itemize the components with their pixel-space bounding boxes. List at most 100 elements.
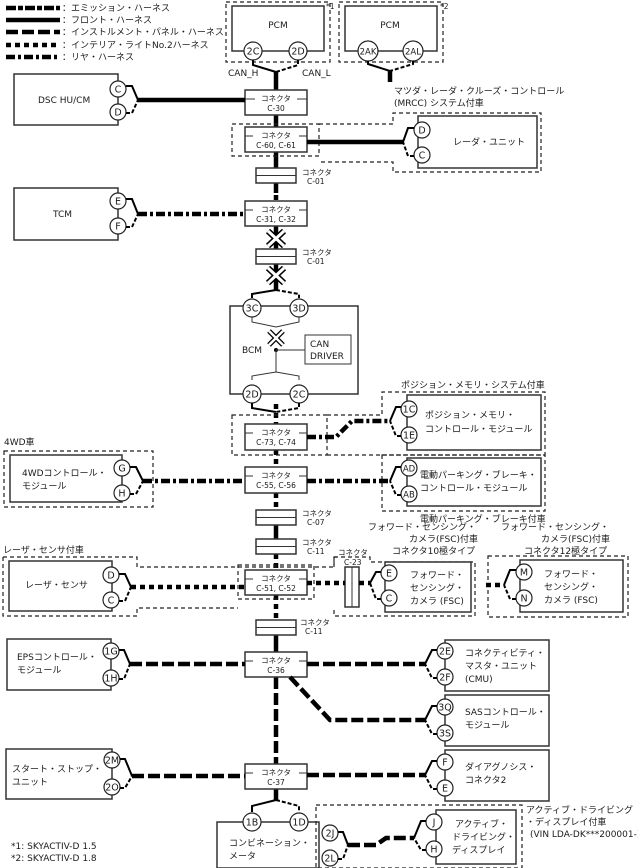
c23-option-border bbox=[333, 556, 476, 617]
4wd-module: 4WD車 4WDコントロール・ モジュール G H bbox=[3, 436, 245, 508]
dsc-label: DSC HU/CM bbox=[38, 96, 90, 106]
epb-label-line1: 電動パーキング・ブレーキ・ bbox=[420, 469, 537, 481]
mrcc-option-border-left bbox=[231, 123, 320, 157]
connector-c36: コネクタ C-36 bbox=[244, 651, 308, 678]
legend-label-front: ：フロント・ハーネス bbox=[62, 15, 152, 26]
pin-label: C bbox=[386, 594, 393, 605]
pin-label: 2AK bbox=[360, 48, 377, 58]
footnotes: *1: SKYACTIV-D 1.5 *2: SKYACTIV-D 1.8 bbox=[11, 842, 97, 864]
fsc12-label-line1: フォワード・ bbox=[544, 570, 598, 580]
connector-c60-c61: コネクタ C-60, C-61 bbox=[244, 126, 308, 153]
pcm-1-option-border bbox=[225, 1, 331, 63]
pmcm-option-border-right bbox=[327, 391, 546, 456]
fsc-10pin-module: フォワード・センシング・ カメラ(FSC)付車 コネクタ10極タイプ コネクタ … bbox=[307, 521, 478, 617]
eps-label-line1: EPSコントロール・ bbox=[17, 653, 97, 663]
pin-label: 2F bbox=[439, 673, 451, 684]
fsc12-option-line2: カメラ(FSC)付車 bbox=[541, 533, 610, 545]
ssu-label-line1: スタート・ストップ・ bbox=[12, 764, 102, 775]
ssu-label-line2: ユニット bbox=[12, 778, 48, 788]
diag-label-line2: コネクタ2 bbox=[465, 775, 506, 786]
pin-label: 1E bbox=[403, 431, 415, 442]
fsc-12pin-module: フォワード・センシング・ カメラ(FSC)付車 コネクタ12極タイプ フォワード… bbox=[486, 521, 629, 618]
connector-id: C-55, C-56 bbox=[256, 481, 296, 490]
connector-id: C-37 bbox=[267, 778, 285, 787]
radar-unit-label: レーダ・ユニット bbox=[453, 136, 525, 148]
add-option-line2: ・ディスプレイ付車 bbox=[526, 816, 606, 828]
pin-circle bbox=[109, 80, 127, 98]
laser-option-label: レーザ・センサ付車 bbox=[3, 544, 84, 556]
connector-c51-c52: コネクタ C-51, C-52 bbox=[244, 569, 308, 596]
pin-label: 2J bbox=[326, 829, 335, 840]
connector-id: C-36 bbox=[267, 666, 285, 675]
pin-label: D bbox=[114, 108, 121, 119]
legend: ：エミッション・ハーネス ：フロント・ハーネス ：インストルメント・パネル・ハー… bbox=[6, 3, 224, 63]
joint-connector-c01-b: コネクタ C-01 bbox=[255, 248, 332, 266]
radar-unit-module: マツダ・レーダ・クルーズ・コントロール (MRCC) システム付車 レーダ・ユニ… bbox=[307, 85, 564, 173]
joint-connector-c11-b: コネクタ C-11 bbox=[255, 618, 330, 636]
tcm-module: TCM E F bbox=[13, 187, 245, 241]
pin-circle bbox=[242, 812, 262, 832]
cmu-module: コネクティビティ・ マスタ・ユニット (CMU) 2E 2F bbox=[307, 639, 550, 692]
diag-label-line1: ダイアグノシス・ bbox=[465, 761, 536, 773]
add-option-line1: アクティブ・ドライビング bbox=[526, 804, 633, 816]
pcm-2-option-border bbox=[338, 1, 444, 63]
pin-label: 2C bbox=[247, 47, 260, 58]
pin-label: 1D bbox=[292, 818, 305, 829]
connector-word: コネクタ bbox=[261, 768, 291, 777]
pin-label: F bbox=[115, 222, 120, 233]
connector-id: C-31, C-32 bbox=[256, 215, 296, 224]
start-stop-module: スタート・ストップ・ ユニット 2M 2O bbox=[5, 748, 245, 800]
branch-solid bbox=[251, 403, 277, 413]
pin-label: F bbox=[442, 758, 447, 769]
pmcm-wire bbox=[307, 418, 390, 440]
pin-label: 1H bbox=[104, 674, 117, 685]
fsc10-option-line1: フォワード・センシング・ bbox=[368, 521, 476, 533]
pin-label: N bbox=[520, 594, 527, 605]
pmcm-option-label: ポジション・メモリ・システム付車 bbox=[401, 379, 545, 391]
sas-wire bbox=[288, 675, 425, 723]
pin-label: E bbox=[386, 569, 392, 580]
fsc10-label-line1: フォワード・ bbox=[410, 571, 464, 581]
mrcc-option-label-line2: (MRCC) システム付車 bbox=[394, 97, 484, 109]
eps-label-line2: モジュール bbox=[17, 666, 61, 676]
legend-label-rear: ：リヤ・ハーネス bbox=[62, 52, 134, 63]
connector-word: コネクタ bbox=[261, 656, 291, 665]
legend-label-ip: ：インストルメント・パネル・ハーネス bbox=[62, 27, 224, 38]
laser-option-border-center bbox=[237, 564, 315, 600]
sas-module: SASコントロール・ モジュール 3Q 3S bbox=[288, 675, 550, 747]
fsc12-option-line1: フォワード・センシング・ bbox=[501, 521, 609, 533]
pin-circle bbox=[109, 192, 127, 210]
connector-id: C-07 bbox=[307, 518, 325, 527]
connector-word: コネクタ bbox=[300, 618, 330, 627]
connector-id: C-51, C-52 bbox=[256, 584, 296, 593]
pin-label: AD bbox=[403, 465, 416, 475]
fsc10-label-line2: センシング・ bbox=[410, 582, 464, 594]
can-l-branch bbox=[275, 60, 299, 73]
connector-word: コネクタ bbox=[261, 428, 291, 437]
pin-label: 3Q bbox=[438, 703, 452, 714]
can-h-label: CAN_H bbox=[228, 69, 258, 79]
connector-id: C-30 bbox=[267, 104, 285, 113]
pin-label: 3C bbox=[246, 304, 259, 315]
pin-label: H bbox=[430, 845, 437, 856]
pin-label: 2O bbox=[105, 783, 119, 794]
4wd-option-border bbox=[3, 450, 154, 508]
pin-circle bbox=[515, 563, 533, 581]
pin-label: 2D bbox=[291, 47, 304, 58]
pin-label: 2D bbox=[245, 390, 258, 401]
diag-connector-module: ダイアグノシス・ コネクタ2 F E bbox=[307, 749, 550, 802]
connector-word: コネクタ bbox=[302, 509, 332, 518]
pcm-2: *2 PCM 2AK 2AL bbox=[338, 1, 449, 82]
pcm-1-note: *1 bbox=[326, 2, 335, 11]
bcm-module: 3C 3D BCM CAN DRIVER 2D 2C bbox=[229, 289, 359, 413]
tcm-label: TCM bbox=[52, 210, 72, 220]
connector-id: C-11 bbox=[307, 547, 325, 556]
pin-label: 3D bbox=[292, 304, 305, 315]
connector-word: コネクタ bbox=[338, 548, 368, 557]
add-label-line2: ドライビング・ bbox=[452, 831, 515, 843]
connector-id: C-01 bbox=[307, 177, 325, 186]
connector-c31-c32: コネクタ C-31, C-32 bbox=[244, 200, 308, 227]
pin-label: D bbox=[418, 126, 425, 137]
meter-label-line1: コンビネーション・ bbox=[229, 838, 310, 849]
